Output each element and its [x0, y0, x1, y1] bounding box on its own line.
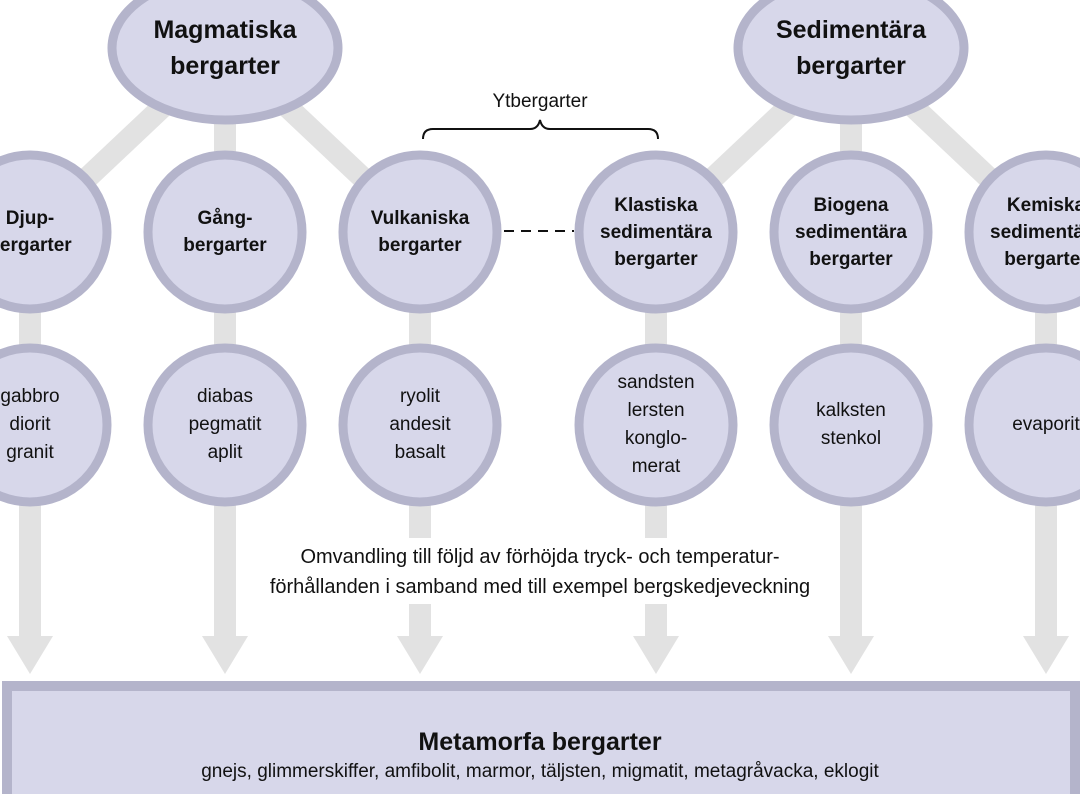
transformation-note: Omvandling till följd av förhöjda tryck-… [269, 546, 811, 598]
rocks-kemisk [964, 343, 1080, 507]
node-magmatic [107, 0, 343, 125]
magmatic-title: Magmatiska bergarter [153, 16, 297, 80]
bracket-label: Ytbergarter [492, 91, 588, 112]
rock-list-gang: diabas pegmatit aplit [188, 386, 262, 463]
category-label-biogen: Biogena sedimentära bergarter [795, 194, 907, 270]
node-kemisk [964, 150, 1080, 314]
rock-list-kemisk: evaporit [1012, 414, 1080, 435]
node-sedimentary [733, 0, 969, 125]
metamorphic-box [2, 681, 1080, 794]
rocks-biogen [769, 343, 933, 507]
metamorphic-title: Metamorfa bergarter [418, 727, 662, 756]
arrow-gang [202, 500, 248, 674]
node-vulkanisk [338, 150, 502, 314]
category-label-vulkanisk: Vulkaniska bergarter [370, 208, 470, 256]
rock-nodes [0, 343, 1080, 507]
rocks-klastisk [574, 343, 738, 507]
arrow-djup [7, 500, 53, 674]
rock-list-biogen: kalksten stenkol [816, 400, 886, 449]
rock-list-vulkanisk: ryolit andesit basalt [389, 386, 451, 463]
arrow-biogen [828, 500, 874, 674]
sedimentary-title: Sedimentära bergarter [775, 16, 927, 80]
rock-list-djup: gabbro diorit granit [0, 386, 60, 463]
node-djup [0, 150, 112, 314]
surface-rock-bracket [422, 119, 659, 140]
category-nodes [0, 150, 1080, 314]
category-label-klastisk: Klastiska sedimentära bergarter [600, 194, 712, 270]
category-label-kemisk: Kemiska sedimentära bergarter [990, 194, 1080, 270]
rock-list-klastisk: sandsten lersten konglo- merat [617, 372, 695, 477]
node-gang [143, 150, 307, 314]
arrow-kemisk [1023, 500, 1069, 674]
rocks-djup [0, 343, 112, 507]
note-background [262, 538, 818, 604]
metamorphic-examples: gnejs, glimmerskiffer, amfibolit, marmor… [201, 761, 879, 782]
node-biogen [769, 150, 933, 314]
rocks-gang [143, 343, 307, 507]
rocks-vulkanisk [338, 343, 502, 507]
node-klastisk [574, 150, 738, 314]
category-label-djup: Djup- bergarter [0, 208, 72, 256]
category-label-gang: Gång- bergarter [183, 208, 267, 256]
